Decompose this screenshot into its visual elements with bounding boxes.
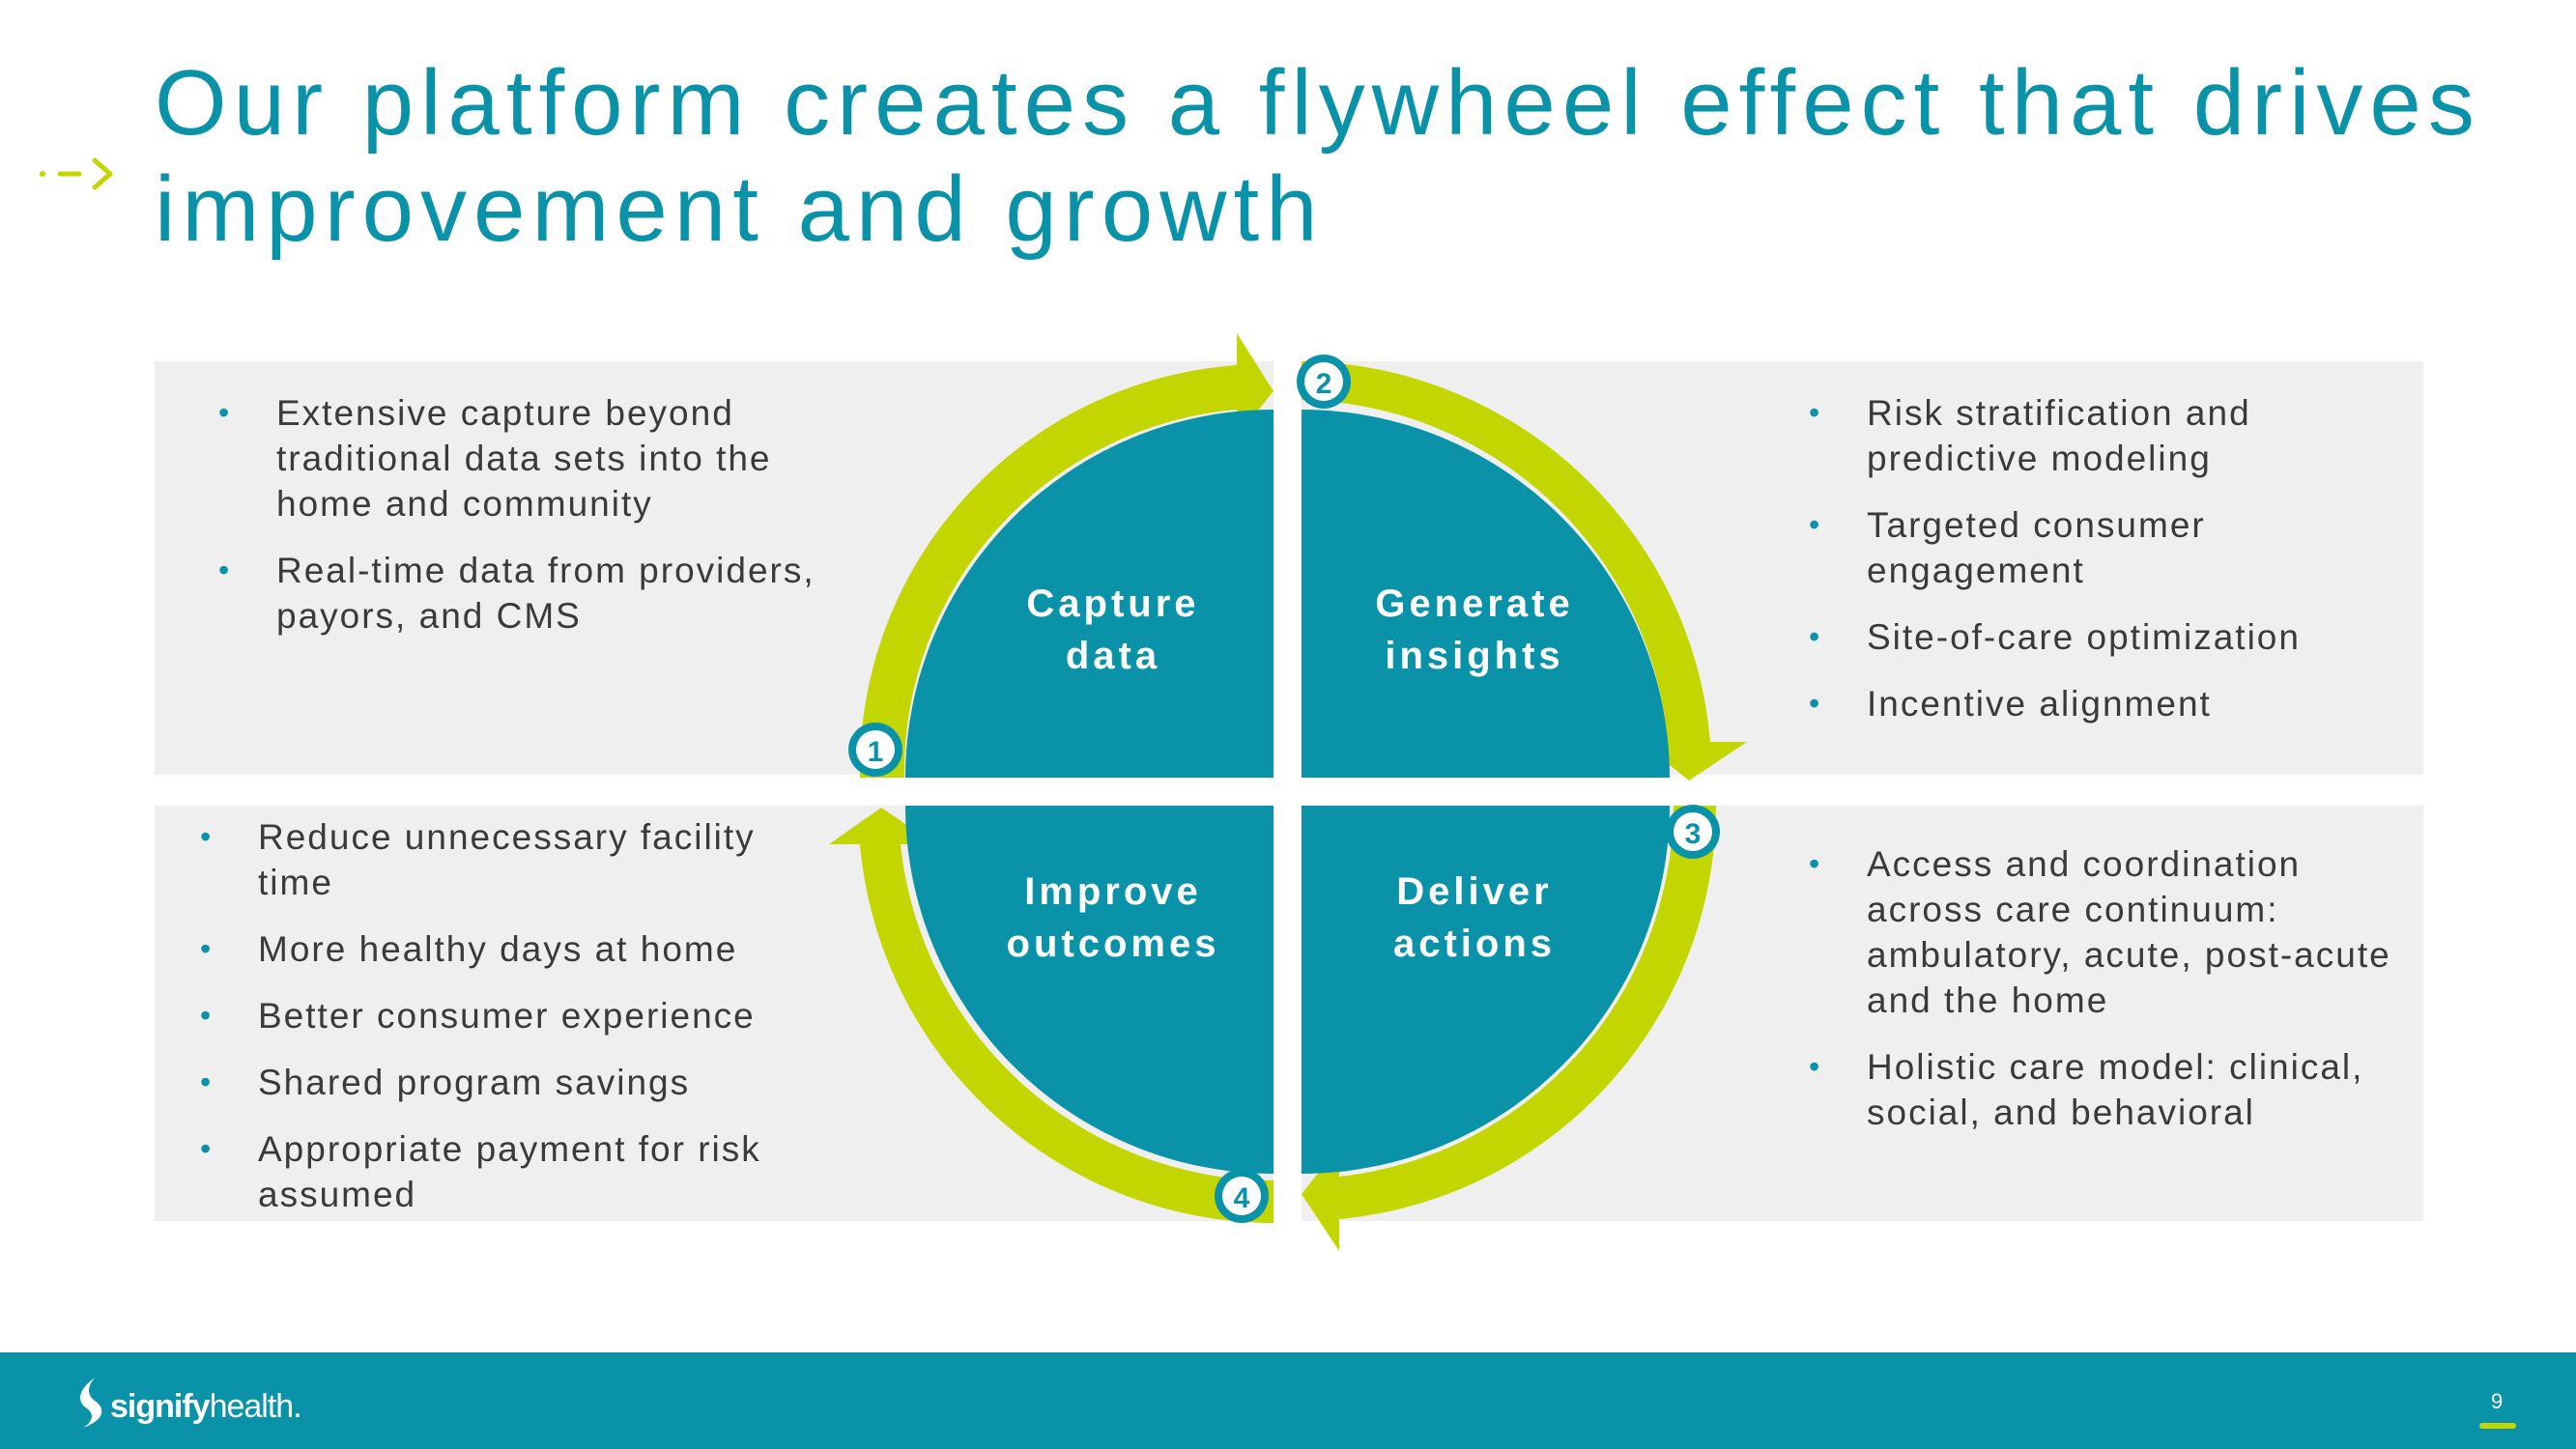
bullet-item: Holistic care model: clinical, social, a…	[1805, 1044, 2423, 1135]
actions-bullet-list: Access and coordination across care cont…	[1805, 841, 2423, 1156]
insights-bullet-list: Risk stratification and predictive model…	[1805, 390, 2423, 748]
bullet-item: Access and coordination across care cont…	[1805, 841, 2423, 1023]
bullet-item: More healthy days at home	[196, 926, 834, 972]
quadrant-label-insights: Generate insights	[1375, 582, 1574, 677]
bullet-item: Extensive capture beyond traditional dat…	[215, 390, 833, 526]
slide-title: Our platform creates a flywheel effect t…	[155, 51, 2481, 261]
bullet-item: Better consumer experience	[196, 993, 834, 1038]
brand-logo-text: signifyhealth.	[110, 1388, 302, 1425]
page-number: 9	[2491, 1389, 2504, 1413]
bullet-item: Incentive alignment	[1805, 681, 2423, 726]
outcomes-bullet-list: Reduce unnecessary facility time More he…	[196, 814, 834, 1238]
bullet-item: Shared program savings	[196, 1060, 834, 1105]
quadrant-label-capture: Capture data	[1026, 582, 1200, 677]
dash-arrow-icon	[40, 157, 113, 190]
bullet-item: Appropriate payment for risk assumed	[196, 1126, 834, 1217]
quadrant-label-actions: Deliver actions	[1392, 870, 1557, 965]
bullet-item: Real-time data from providers, payors, a…	[215, 548, 833, 639]
page-number-underline	[2479, 1423, 2516, 1429]
capture-bullet-list: Extensive capture beyond traditional dat…	[215, 390, 833, 660]
quadrant-label-outcomes: Improve outcomes	[1006, 870, 1220, 965]
bullet-item: Risk stratification and predictive model…	[1805, 390, 2423, 481]
bullet-item: Site-of-care optimization	[1805, 614, 2423, 660]
bullet-item: Targeted consumer engagement	[1805, 502, 2423, 593]
bullet-item: Reduce unnecessary facility time	[196, 814, 834, 905]
signify-s-logo-icon	[80, 1378, 102, 1428]
footer-bar	[0, 1352, 2576, 1449]
